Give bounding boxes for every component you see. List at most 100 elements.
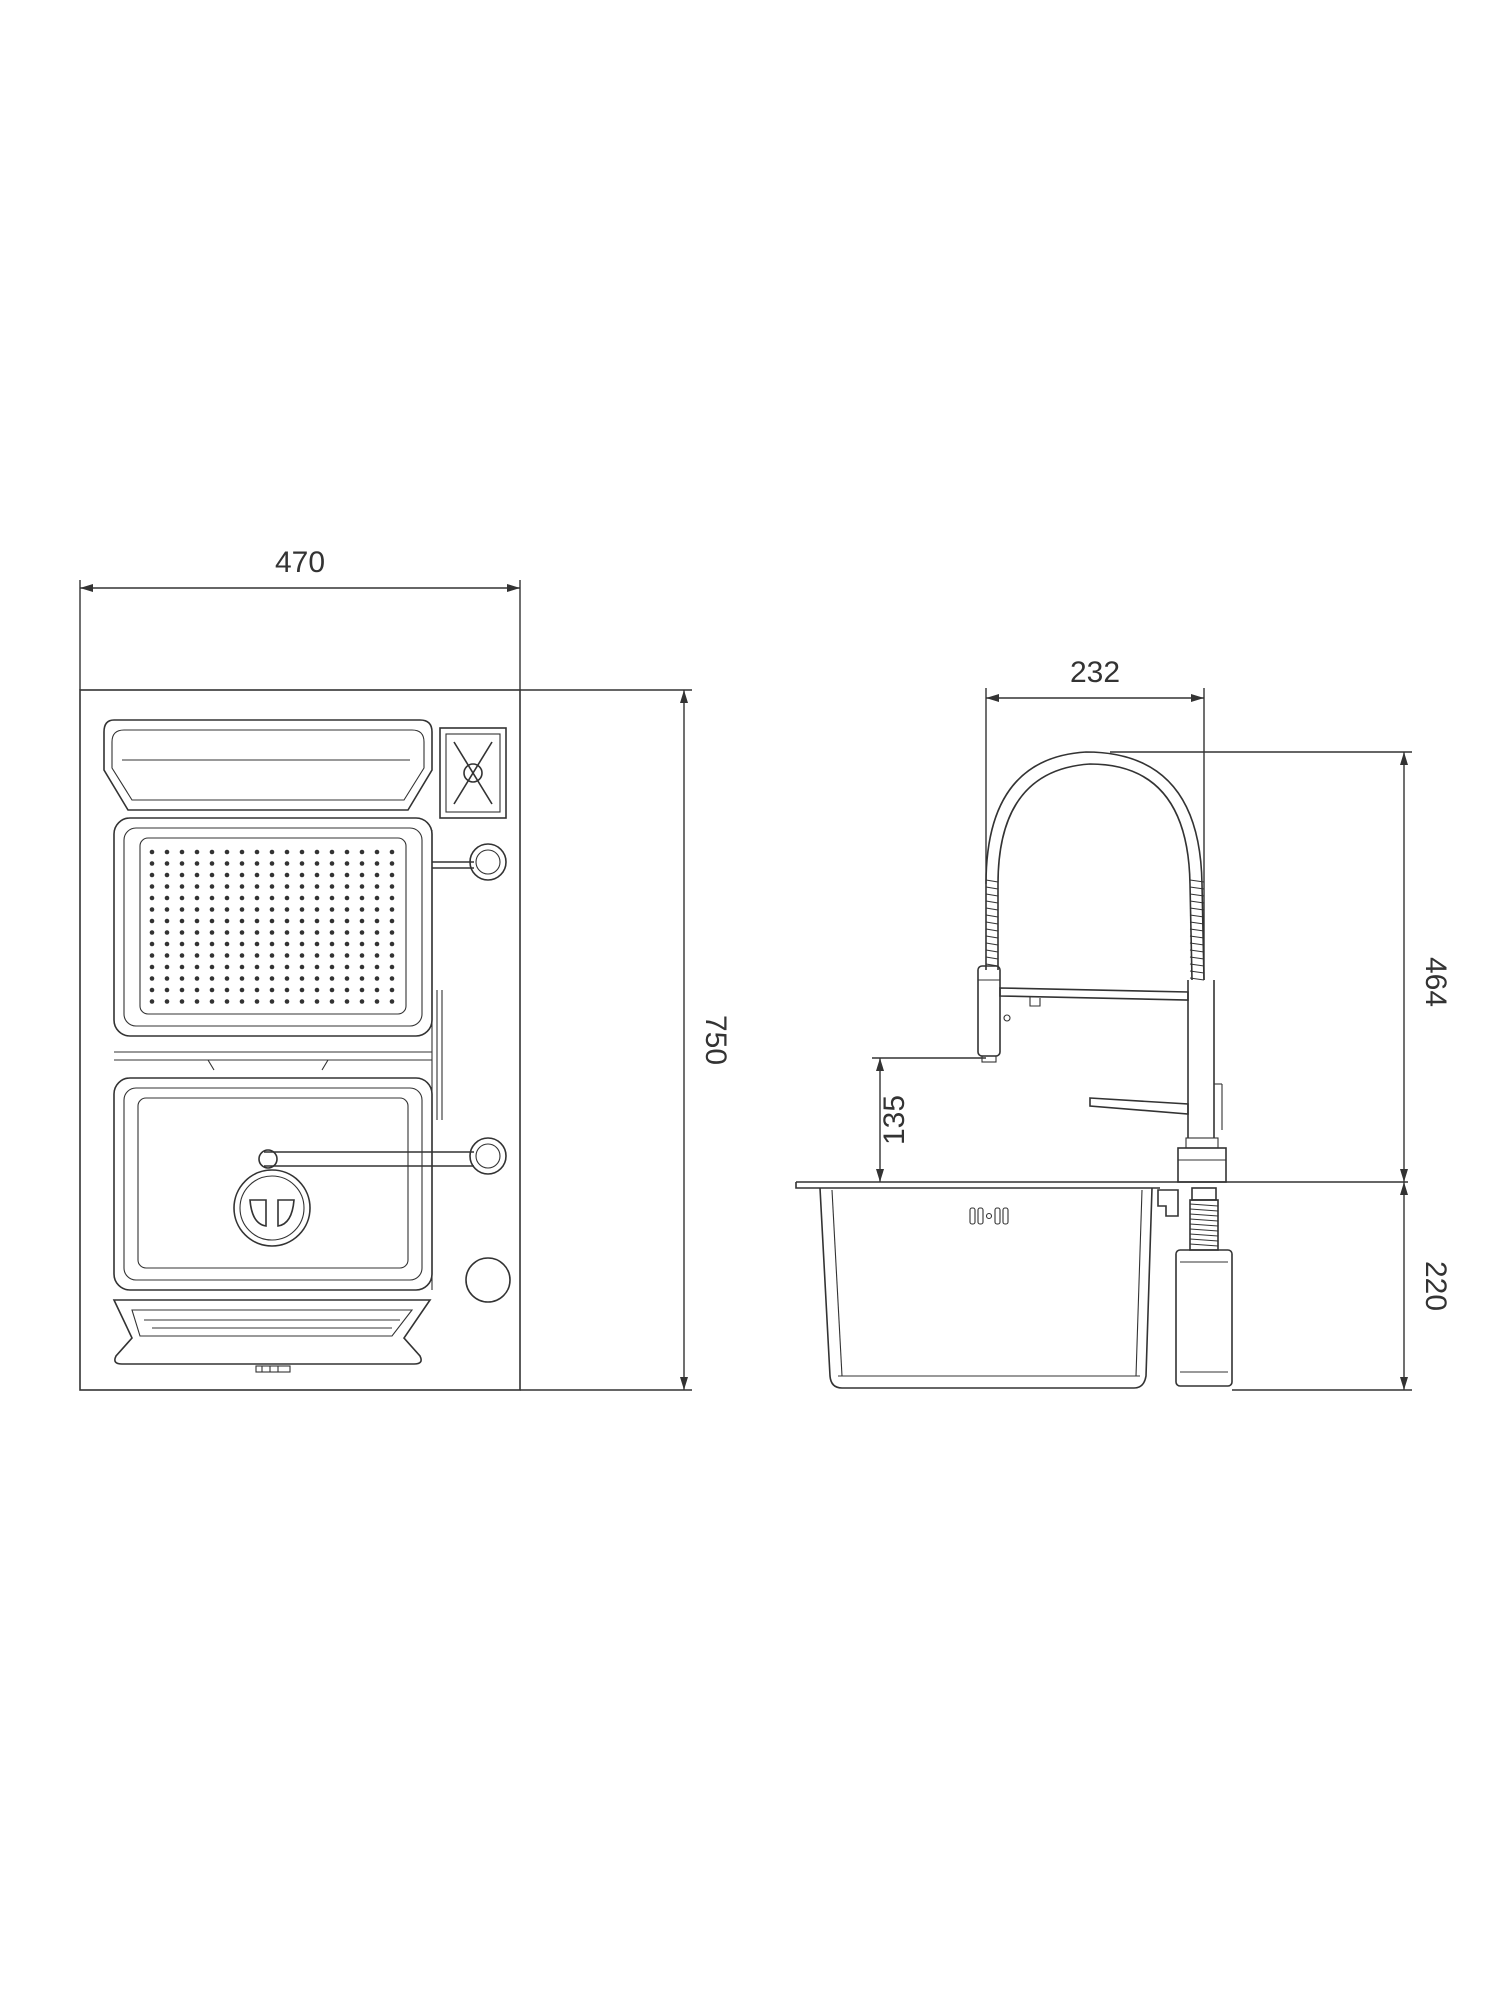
tap-hole <box>465 1257 511 1303</box>
perforation-hole <box>164 999 170 1004</box>
perforation-hole <box>224 849 230 855</box>
perforation-hole <box>224 987 230 993</box>
perforation-hole <box>344 918 350 924</box>
perforation-hole <box>389 999 395 1004</box>
spring-coil <box>1189 893 1205 897</box>
perforation-hole <box>329 872 335 878</box>
perforation-hole <box>164 907 170 912</box>
perforation-hole <box>179 895 185 901</box>
perforation-hole <box>329 987 335 993</box>
perforation-hole <box>209 964 215 970</box>
perforation-hole <box>284 849 290 855</box>
dimension-spout-clearance: 135 <box>872 1057 986 1182</box>
perforation-hole <box>314 872 320 878</box>
perforation-hole <box>254 930 260 935</box>
perforation-hole <box>314 987 320 993</box>
perforation-hole <box>359 964 365 970</box>
perforation-hole <box>329 976 335 981</box>
perforation-hole <box>314 953 320 958</box>
perforation-hole <box>389 907 395 912</box>
perforation-hole <box>224 907 230 912</box>
perforation-hole <box>149 884 155 889</box>
perforation-hole <box>284 918 290 924</box>
perforation-hole <box>329 941 335 947</box>
perforation-hole <box>344 930 350 935</box>
perforation-hole <box>299 918 305 924</box>
perforation-hole <box>314 861 320 866</box>
thread-line <box>1189 1213 1219 1217</box>
perforation-hole <box>284 930 290 935</box>
thread-line <box>1189 1238 1219 1242</box>
perforation-hole <box>344 941 350 947</box>
perforation-hole <box>389 918 395 924</box>
perforation-hole <box>374 953 380 958</box>
perforation-hole <box>344 964 350 970</box>
perforation-hole <box>344 999 350 1004</box>
spring-coil <box>985 914 999 918</box>
spring-coil <box>1189 921 1205 925</box>
perforation-hole <box>344 884 350 889</box>
perforation-hole <box>374 872 380 878</box>
perforation-hole <box>344 976 350 981</box>
perforation-hole <box>179 861 185 866</box>
perforation-hole <box>389 976 395 981</box>
perforation-hole <box>329 884 335 889</box>
perforation-hole <box>269 849 275 855</box>
perforation-hole <box>194 999 200 1004</box>
perforation-hole <box>374 895 380 901</box>
perforation-hole <box>269 976 275 981</box>
spring-coil <box>1189 886 1205 890</box>
perforation-hole <box>194 872 200 878</box>
perforation-hole <box>359 953 365 958</box>
dimension-bowl-depth-label: 220 <box>1419 1261 1452 1311</box>
perforation-hole <box>269 895 275 901</box>
perforation-hole <box>209 941 215 947</box>
perforation-hole <box>314 964 320 970</box>
perforation-hole <box>389 964 395 970</box>
perforation-hole <box>254 987 260 993</box>
perforation-hole <box>314 849 320 855</box>
dimension-faucet-reach: 232 <box>985 656 1205 980</box>
perforation-hole <box>239 895 245 901</box>
perforation-hole <box>359 861 365 866</box>
dimension-width-label: 470 <box>275 546 325 579</box>
perforation-hole <box>314 907 320 912</box>
perforation-hole <box>239 987 245 993</box>
perforation-hole <box>149 895 155 901</box>
perforation-hole <box>224 930 230 935</box>
perforation-hole <box>179 872 185 878</box>
perforation-hole <box>284 953 290 958</box>
perforation-hole <box>374 999 380 1004</box>
spring-coil <box>985 886 999 890</box>
perforation-hole <box>149 930 155 935</box>
perforation-hole <box>374 976 380 981</box>
perforation-hole <box>149 987 155 993</box>
perforation-hole <box>224 895 230 901</box>
perforation-hole <box>344 861 350 866</box>
perforation-hole <box>374 861 380 866</box>
sink-side-view: 232 464 135 220 <box>795 656 1452 1391</box>
dimension-faucet-height-label: 464 <box>1419 957 1452 1007</box>
perforation-hole <box>269 941 275 947</box>
perforation-hole <box>389 895 395 901</box>
perforation-hole <box>194 895 200 901</box>
perforation-hole <box>329 895 335 901</box>
perforation-hole <box>254 884 260 889</box>
perforation-hole <box>224 918 230 924</box>
perforation-hole <box>374 987 380 993</box>
perforation-hole <box>164 930 170 935</box>
thread-line <box>1189 1218 1219 1222</box>
perforation-hole <box>374 849 380 855</box>
perforation-hole <box>239 907 245 912</box>
perforation-hole <box>359 999 365 1004</box>
perforation-hole <box>194 976 200 981</box>
perforation-hole <box>239 953 245 958</box>
perforation-hole <box>299 953 305 958</box>
perforation-hole <box>269 999 275 1004</box>
upper-tray <box>103 719 433 811</box>
perforation-hole <box>329 953 335 958</box>
perforation-hole <box>254 953 260 958</box>
perforation-hole <box>179 964 185 970</box>
perforation-hole <box>284 976 290 981</box>
